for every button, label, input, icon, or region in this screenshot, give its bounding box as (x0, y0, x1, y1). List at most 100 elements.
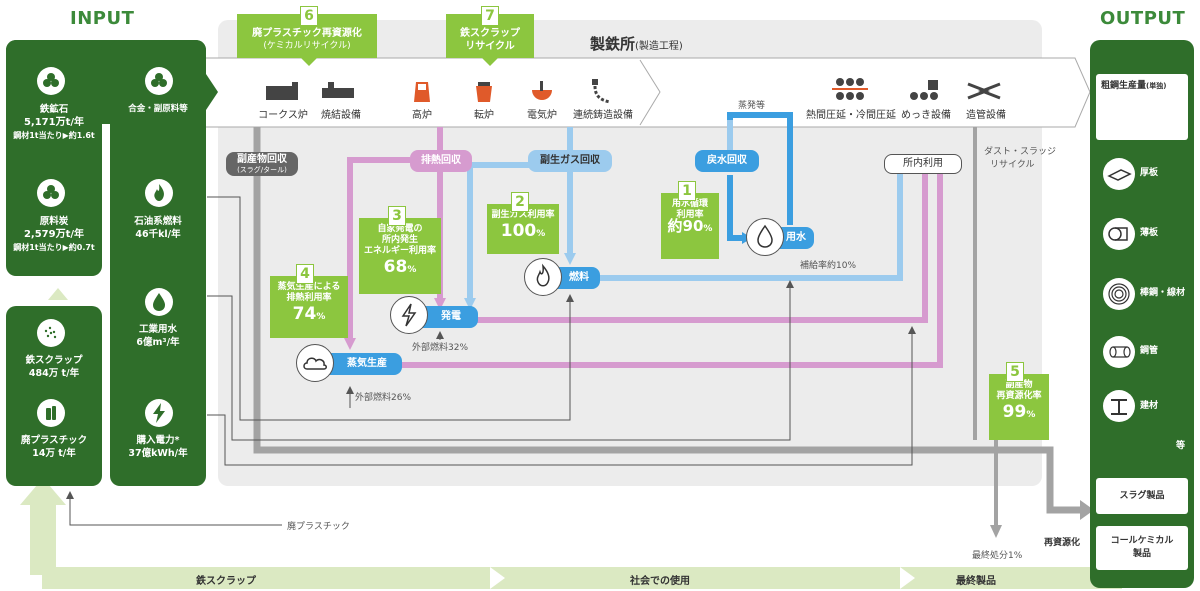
rate-2: 副生ガス利用率 100% (487, 204, 559, 254)
converter-icon (472, 80, 496, 104)
supply-rate-text: 補給率約10% (800, 261, 857, 271)
rate-3-line3: エネルギー利用率 (363, 246, 436, 256)
flame-icon (144, 178, 174, 208)
sinter-icon (320, 80, 360, 102)
byproduct-pill: 副産物回収 (スラグ/タール) (226, 152, 298, 176)
continuous-casting-icon (588, 78, 612, 106)
rate-5-value: 99 (1002, 402, 1027, 422)
coal-chem-line1: コールケミカル (1110, 536, 1174, 546)
rate-3-unit: % (407, 265, 417, 275)
slag-product-box: スラグ製品 (1096, 478, 1188, 514)
output-item-4: 建材 (1140, 401, 1159, 411)
scrap-block: 鉄スクラップ 484万 t/年 (6, 354, 102, 380)
water-drop-icon (144, 287, 174, 317)
rate-3: 自家発電の 所内発生 エネルギー利用率 68% (359, 218, 441, 294)
fuel-node: 燃料 (524, 258, 604, 298)
process-electric-furnace: 電気炉 (527, 110, 557, 121)
output-value: 3,430 (1098, 104, 1150, 125)
oil-value: 46千kl/年 (135, 229, 181, 240)
oil-label: 石油系燃料 (134, 216, 182, 227)
process-blast-furnace: 高炉 (412, 110, 432, 121)
rate-5-unit: % (1026, 410, 1036, 420)
rate-4-unit: % (316, 312, 326, 322)
steam-gen-node: 蒸気生産 (296, 344, 406, 384)
steelworks-panel (218, 20, 1042, 486)
coal-note: 鋼材1t当たり▶約0.7t (13, 243, 95, 252)
water-recovery-pill: 戻水回収 (695, 150, 759, 172)
badge-5: 5 (1006, 362, 1024, 382)
wire-rod-icon (1103, 278, 1135, 310)
blast-furnace-icon (410, 80, 434, 104)
badge-6: 6 (300, 6, 318, 26)
electric-furnace-icon (530, 80, 554, 104)
badge-3: 3 (388, 206, 406, 226)
coal-chem-box: コールケミカル 製品 (1096, 526, 1188, 570)
sub-gas-pill: 副生ガス回収 (528, 150, 612, 172)
iron-ore-value: 5,171万t/年 (23, 117, 85, 128)
cloud-icon (296, 344, 334, 382)
recycle-text: 再資源化 (1044, 538, 1081, 548)
bottom-final-label: 最終製品 (956, 576, 996, 587)
byproduct-line (253, 127, 1094, 538)
waste-plastic-text: 廃プラスチック (287, 522, 350, 532)
ore-icon (36, 66, 66, 96)
scrap-icon (36, 318, 66, 348)
scrap-value: 484万 t/年 (28, 368, 80, 379)
rate-5-line1: 副産物 (1005, 380, 1033, 390)
rate-4: 蒸気生産による 排熱利用率 74% (270, 276, 348, 338)
dust-text-2: リサイクル (990, 160, 1035, 170)
rate-4-line2: 排熱利用率 (286, 293, 332, 303)
water-block: 工業用水 6億m³/年 (110, 323, 206, 349)
output-item-3: 鋼管 (1140, 346, 1159, 356)
rate-5-line2: 再資源化率 (996, 391, 1042, 401)
bottle-icon (36, 398, 66, 428)
output-item-0: 厚板 (1140, 168, 1159, 178)
coil-icon (1103, 218, 1135, 250)
power-gen-icon (390, 296, 428, 334)
waste-heat-pill: 排熱回収 (410, 150, 472, 172)
final-disposal-text: 最終処分1% (972, 551, 1023, 561)
power-label: 購入電力* (136, 435, 180, 446)
process-continuous-casting: 連続鋳造設備 (573, 110, 633, 121)
plastic-block: 廃プラスチック 14万 t/年 (6, 434, 102, 460)
rate-2-value: 100 (500, 221, 537, 241)
pipe-making-icon (966, 80, 1002, 102)
byproduct-label: 副産物回収 (237, 154, 287, 165)
output-item-1: 薄板 (1140, 228, 1159, 238)
rate-2-line1: 副生ガス利用率 (491, 210, 555, 220)
rate-1-value: 約90 (667, 217, 704, 235)
iron-ore-block: 鉄鉱石 5,171万t/年 鋼材1t当たり▶約1.6t (6, 103, 102, 142)
power-gen-label: 発電 (414, 306, 478, 328)
rate-4-line1: 蒸気生産による (277, 282, 341, 292)
plating-icon (908, 78, 944, 104)
rate-3-value: 68 (383, 257, 408, 277)
rate-4-value: 74 (292, 304, 317, 324)
thick-plate-icon (1103, 158, 1135, 190)
rate-3-line1: 自家発電の (377, 224, 423, 234)
callout-6-line1: 廃プラスチック再資源化 (252, 28, 362, 39)
oil-block: 石油系燃料 46千kl/年 (110, 215, 206, 241)
output-etc: 等 (1176, 441, 1186, 451)
rate-2-unit: % (536, 229, 546, 239)
water-value: 6億m³/年 (136, 337, 180, 348)
badge-1: 1 (678, 181, 696, 201)
lightning-icon (144, 398, 174, 428)
ext-fuel-32-text: 外部燃料32% (412, 343, 469, 353)
power-value: 37億kWh/年 (128, 448, 188, 459)
badge-4: 4 (296, 264, 314, 284)
output-title: 粗鋼生産量 (1101, 81, 1147, 91)
callout-6-pointer (301, 58, 317, 66)
steam-gen-label: 蒸気生産 (318, 353, 402, 375)
water-node: 用水 (746, 218, 816, 258)
callout-6-line2: (ケミカルリサイクル) (263, 41, 351, 51)
output-title-sub: (単独) (1146, 82, 1167, 90)
coke-oven-icon (262, 80, 302, 102)
process-coke-oven: コークス炉 (258, 110, 308, 121)
process-plating: めっき設備 (901, 110, 951, 121)
scrap-label: 鉄スクラップ (25, 355, 83, 366)
rate-1-line2: 利用率 (676, 210, 704, 220)
rate-1: 用水循環 利用率 約90% (661, 193, 719, 259)
steam-etc-text: 蒸発等 (738, 101, 766, 111)
pipe-icon (1103, 336, 1135, 368)
plastic-label: 廃プラスチック (20, 435, 88, 446)
